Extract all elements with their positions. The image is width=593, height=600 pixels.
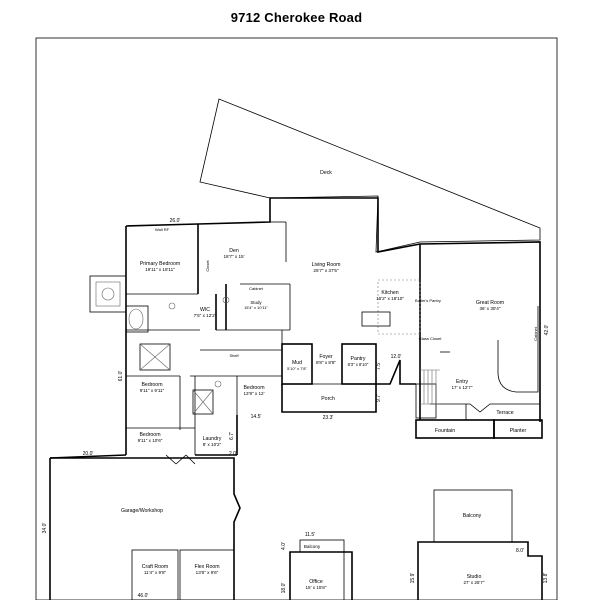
dim-porch-bottom: 23.3' xyxy=(323,415,334,421)
office-walls xyxy=(289,539,353,600)
room-pantry-size: 8'3" x 8'10" xyxy=(348,362,369,367)
room-foyer: Foyer xyxy=(319,354,333,360)
room-kitchen-size: 16'2" x 18'10" xyxy=(376,296,404,301)
dim-porch-side: 9.7' xyxy=(376,394,382,402)
room-den-size: 18'7" x 15' xyxy=(223,254,244,259)
room-kitchen: Kitchen xyxy=(381,290,398,296)
room-porch: Porch xyxy=(321,396,335,402)
room-deck: Deck xyxy=(320,170,332,176)
label-great-room-cabinet: Cabinet xyxy=(533,326,538,341)
dim-bedroom-side: 61.0' xyxy=(118,371,124,382)
dim-laundry-side: 6.7' xyxy=(229,432,235,440)
dim-studio-corner: 8.0' xyxy=(516,548,524,554)
dim-pantry-side: 7.5' xyxy=(376,362,382,370)
room-bedroom-3: Bedroom xyxy=(139,432,160,438)
page-title: 9712 Cherokee Road xyxy=(230,10,363,25)
room-pantry: Pantry xyxy=(351,356,366,362)
room-great-room: Great Room xyxy=(476,300,504,306)
room-cabinet: Cabinet xyxy=(249,286,264,291)
dim-garage-top: 20.0' xyxy=(83,451,94,457)
room-fountain: Fountain xyxy=(435,428,455,434)
deck-outline xyxy=(199,98,541,253)
main-house-walls xyxy=(49,197,543,465)
room-living: Living Room xyxy=(312,262,341,268)
room-garage: Garage/Workshop xyxy=(121,508,163,514)
room-butlers-pantry: Butler's Pantry xyxy=(415,298,441,303)
room-laundry: Laundry xyxy=(203,436,222,442)
room-glass-closet: Glass Closet xyxy=(419,336,443,341)
room-mud-size: 5'10" x 7'8" xyxy=(287,366,307,371)
room-mud: Mud xyxy=(292,360,302,366)
room-terrace: Terrace xyxy=(496,410,513,416)
room-planter: Planter xyxy=(510,428,527,434)
room-living-size: 25'7" x 37'5" xyxy=(313,268,339,273)
room-primary-bedroom: Primary Bedroom xyxy=(140,261,180,267)
label-shelf: Shelf xyxy=(229,353,239,358)
room-studio: Studio xyxy=(467,574,482,580)
room-study: Study xyxy=(250,300,262,305)
dim-studio-right: 13.8' xyxy=(543,573,549,584)
room-bedroom-1: Bedroom xyxy=(141,382,162,388)
room-entry-size: 17' x 12'7" xyxy=(451,385,472,390)
room-balcony-studio: Balcony xyxy=(463,513,482,519)
dim-office-top: 11.5' xyxy=(305,532,315,538)
studio-walls xyxy=(417,489,543,600)
dim-bedroom-bottom: 14.5' xyxy=(251,414,262,420)
room-bedroom-2: Bedroom xyxy=(243,385,264,391)
dim-office-side: 18.0' xyxy=(281,583,287,594)
room-wic: WIC xyxy=(200,307,210,313)
room-flex-size: 13'6" x 9'6" xyxy=(196,570,219,575)
dim-studio-left: 15.9' xyxy=(410,573,416,584)
room-studio-size: 27' x 25'7" xyxy=(463,580,484,585)
room-craft-size: 11'4" x 9'8" xyxy=(144,570,167,575)
room-study-size: 15'4" x 10'11" xyxy=(244,305,268,310)
room-balcony-office: Balcony xyxy=(304,544,321,549)
room-craft: Craft Room xyxy=(142,564,169,570)
garage-walls xyxy=(49,457,241,600)
dim-primary-top: 26.0' xyxy=(170,218,181,224)
dim-garage-side: 34.0' xyxy=(42,523,48,534)
room-bedroom-1-size: 9'11" x 9'11" xyxy=(140,388,165,393)
dim-office-balcony: 4.0' xyxy=(281,542,287,550)
room-foyer-size: 8'8" x 8'8" xyxy=(316,360,336,365)
room-entry: Entry xyxy=(456,379,469,385)
label-closet: Closet xyxy=(205,259,210,271)
dim-garage-bottom: 46.0' xyxy=(138,593,149,599)
room-primary-bedroom-size: 19'11" x 18'11" xyxy=(145,267,175,272)
dim-laundry-corner: 2.0' xyxy=(229,451,237,457)
room-laundry-size: 8' x 10'2" xyxy=(203,442,222,447)
room-office: Office xyxy=(309,579,323,585)
room-wic-size: 7'5" x 12'2" xyxy=(194,313,217,318)
dim-porch-step: 12.0' xyxy=(391,354,402,360)
dim-great-room-side: 42.0' xyxy=(544,325,550,336)
plan-frame xyxy=(35,37,558,600)
room-office-size: 15' x 15'8" xyxy=(305,585,326,590)
room-great-room-size: 36' x 30'4" xyxy=(479,306,500,311)
room-den: Den xyxy=(229,248,239,254)
room-bedroom-2-size: 13'9" x 12' xyxy=(243,391,264,396)
room-bedroom-3-size: 9'11" x 10'6" xyxy=(138,438,163,443)
label-wall-rf: Wall RF xyxy=(155,227,170,232)
room-flex: Flex Room xyxy=(194,564,219,570)
